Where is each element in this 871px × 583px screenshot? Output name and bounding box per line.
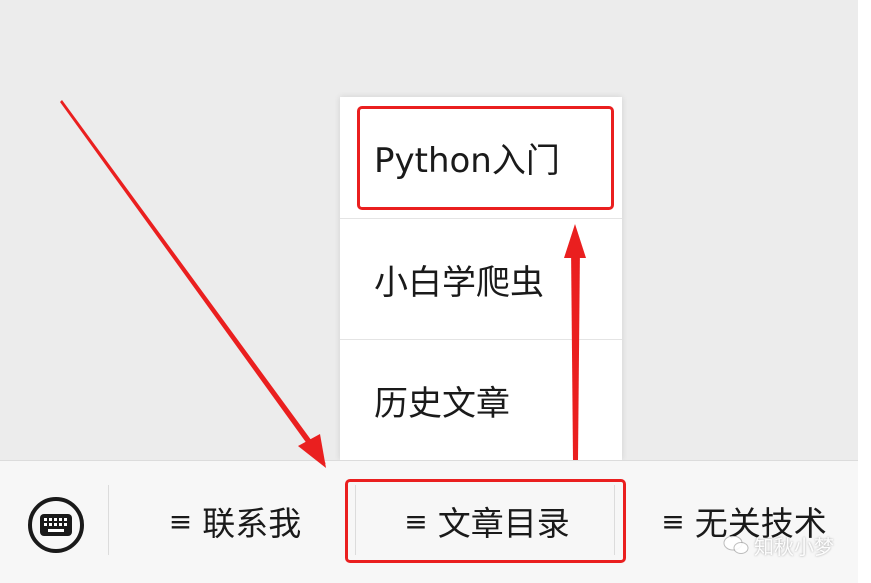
bar-divider [355, 485, 356, 555]
menu-label: 文章目录 [437, 504, 570, 543]
bar-divider [614, 485, 615, 555]
vertical-arrow [571, 246, 580, 460]
menu-label: 联系我 [202, 504, 302, 543]
submenu-item-python[interactable]: Python入门 [340, 97, 622, 218]
submenu-item-crawler[interactable]: 小白学爬虫 [340, 218, 622, 339]
edge-strip [858, 0, 871, 583]
menu-article-catalog-button[interactable]: ≡ 文章目录 [358, 485, 616, 557]
keyboard-icon [40, 514, 72, 536]
menu-label: 无关技术 [694, 504, 827, 543]
submenu-item-label: Python入门 [374, 141, 560, 181]
watermark: 知秋小梦 [722, 530, 834, 560]
keyboard-toggle-button[interactable] [28, 497, 84, 553]
watermark-text: 知秋小梦 [754, 534, 834, 559]
menu-unrelated-tech-button[interactable]: ≡ 无关技术 [630, 485, 858, 557]
submenu-item-label: 历史文章 [374, 383, 510, 424]
bottom-menu-bar: ≡ 联系我 ≡ 文章目录 ≡ 无关技术 [0, 460, 858, 583]
diagonal-arrowhead [298, 434, 326, 468]
bar-divider [108, 485, 109, 555]
submenu-popup: Python入门 小白学爬虫 历史文章 [340, 97, 622, 460]
diagonal-arrow [60, 100, 326, 464]
menu-list-icon: ≡ [404, 504, 428, 538]
highlight-box-python [357, 106, 614, 210]
vertical-arrowhead [564, 224, 586, 258]
menu-list-icon: ≡ [661, 504, 685, 538]
submenu-item-history[interactable]: 历史文章 [340, 339, 622, 460]
highlight-box-catalog [345, 479, 626, 563]
wechat-icon [723, 535, 749, 554]
menu-list-icon: ≡ [168, 504, 193, 538]
menu-contact-button[interactable]: ≡ 联系我 [120, 485, 350, 557]
submenu-item-label: 小白学爬虫 [374, 262, 544, 303]
